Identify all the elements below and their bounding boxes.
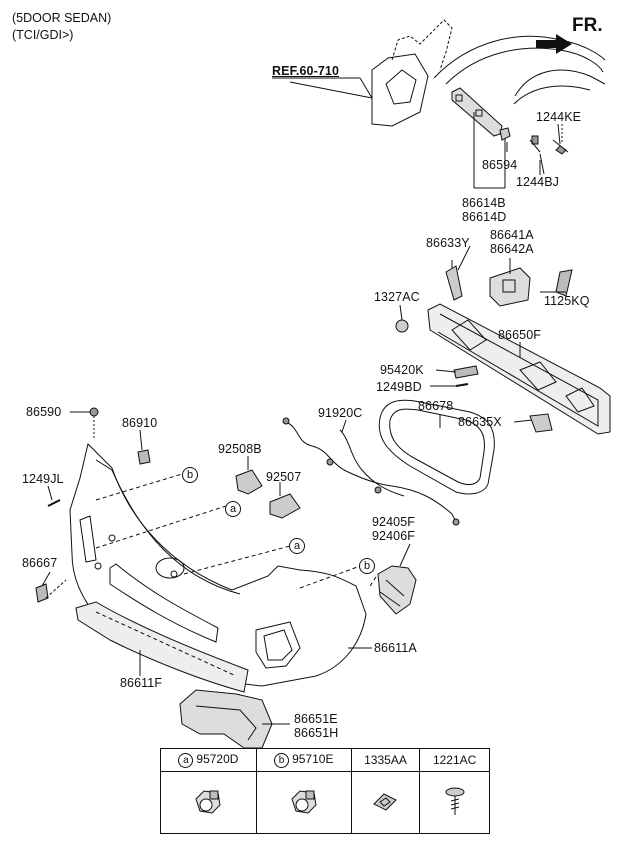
callout-86910: 86910 (122, 416, 158, 430)
callout-86641A: 86641A (490, 228, 534, 242)
callout-86594: 86594 (482, 158, 518, 172)
front-arrow-icon (536, 34, 572, 54)
callout-1249BD: 1249BD (376, 380, 422, 394)
screw-icon (445, 787, 465, 815)
callout-1327AC: 1327AC (374, 290, 420, 304)
wiring-harness (285, 421, 457, 523)
model-body-type: (5DOOR SEDAN) (12, 11, 112, 25)
callout-86611A: 86611A (374, 641, 417, 655)
parking-sensor-icon (291, 790, 317, 814)
reference-link[interactable]: REF.60-710 (272, 64, 340, 78)
callout-1244BJ: 1244BJ (516, 175, 559, 189)
marker-b: b (182, 467, 198, 483)
license-lamp (235, 469, 263, 495)
callout-86667: 86667 (22, 556, 58, 570)
callout-1249JL: 1249JL (22, 472, 64, 486)
marker-a: a (289, 538, 305, 554)
legend-cell-1221ac: 1221AC (419, 748, 490, 772)
screw-1249jl-icon (47, 499, 61, 507)
clip-86590-icon (89, 407, 99, 417)
legend-part: 95710E (292, 752, 334, 767)
callout-92507: 92507 (266, 470, 302, 484)
nut-1327ac-icon (395, 319, 409, 333)
callout-95420K: 95420K (380, 363, 424, 377)
legend-part: 1221AC (432, 753, 477, 767)
callout-86614B: 86614B (462, 196, 506, 210)
body-panel-outline (371, 19, 606, 127)
side-panel (179, 689, 273, 749)
model-header: (5DOOR SEDAN) (TCI/GDI>) (12, 10, 111, 44)
legend-part: 1335AA (364, 753, 407, 767)
callout-86678: 86678 (418, 399, 454, 413)
callout-leaders (41, 81, 566, 725)
legend-marker: a (178, 752, 194, 768)
callout-86590: 86590 (26, 405, 62, 419)
bumper-beam (427, 303, 611, 435)
callout-86614D: 86614D (462, 210, 507, 224)
bracket-86667 (35, 583, 49, 603)
marker-a: a (225, 501, 241, 517)
callout-92508B: 92508B (218, 442, 262, 456)
marker-b: b (359, 558, 375, 574)
callout-86633Y: 86633Y (426, 236, 470, 250)
rear-bumper-cover (69, 443, 367, 687)
legend-part: 95720D (196, 752, 239, 767)
grille-frame (378, 399, 495, 495)
callout-86650F: 86650F (498, 328, 541, 342)
front-direction-label: FR. (572, 15, 603, 36)
legend-icon-row (160, 771, 490, 834)
bolt-1244ke-icon (552, 139, 569, 155)
parking-sensor-icon (195, 790, 221, 814)
callout-86635X: 86635X (458, 415, 502, 429)
clip-nut-icon (373, 793, 398, 811)
callout-92405F: 92405F (372, 515, 415, 529)
bolt-1125kq-icon (555, 269, 573, 297)
callout-92406F: 92406F (372, 529, 415, 543)
legend-marker: b (274, 752, 290, 768)
side-bracket (451, 87, 503, 137)
bracket-86641a (489, 267, 531, 307)
callout-91920C: 91920C (318, 406, 363, 420)
callout-86651E: 86651E (294, 712, 338, 726)
callout-86651H: 86651H (294, 726, 339, 740)
bolt-1244bj-icon (529, 135, 541, 153)
callout-86642A: 86642A (490, 242, 534, 256)
lamp-92507 (269, 493, 301, 519)
callout-1125KQ: 1125KQ (544, 294, 590, 308)
callout-86611F: 86611F (120, 676, 163, 690)
callout-1244KE: 1244KE (536, 110, 582, 124)
model-engine-type: (TCI/GDI>) (12, 28, 74, 42)
lower-cover (75, 601, 249, 693)
legend-cell-1335aa: 1335AA (350, 748, 421, 772)
marker-leaders (95, 473, 379, 589)
